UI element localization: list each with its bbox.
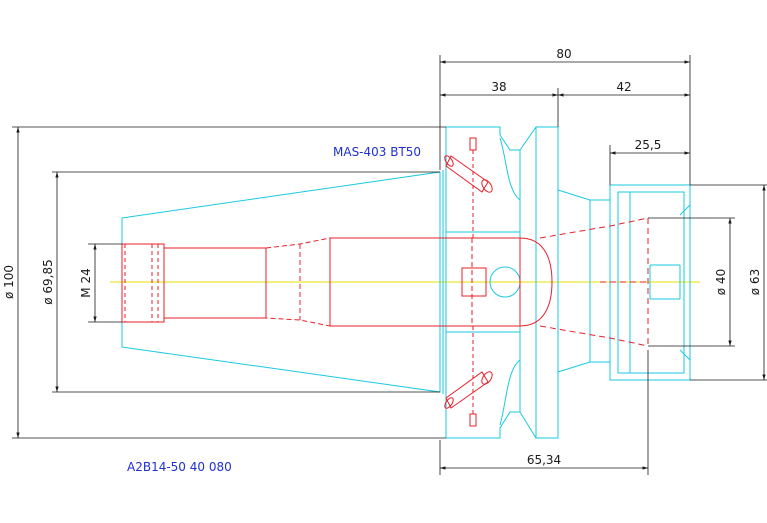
hidden-features (121, 137, 649, 427)
dim-thread: M 24 (79, 268, 93, 297)
dim-collet-dia: ø 40 (714, 269, 728, 295)
dim-flange-length: 38 (491, 80, 506, 94)
dim-nose-length: 42 (616, 80, 631, 94)
coolant-hole-lower (444, 326, 493, 427)
dim-nut-dia: ø 63 (748, 269, 762, 295)
dim-gauge-length: 65,34 (527, 453, 561, 467)
neck (557, 189, 591, 373)
dim-nut-length: 25,5 (635, 138, 662, 152)
standard-note: MAS-403 BT50 (333, 145, 421, 159)
coolant-hole-upper (444, 137, 493, 238)
holder-outline (121, 126, 691, 439)
dim-flange-dia: ø 100 (2, 265, 16, 299)
main-bore (329, 237, 521, 327)
dimension-lines (12, 55, 767, 475)
dim-overall-length: 80 (556, 47, 571, 61)
part-number-note: A2B14-50 40 080 (127, 460, 232, 474)
dim-taper-dia: ø 69,85 (41, 259, 55, 305)
